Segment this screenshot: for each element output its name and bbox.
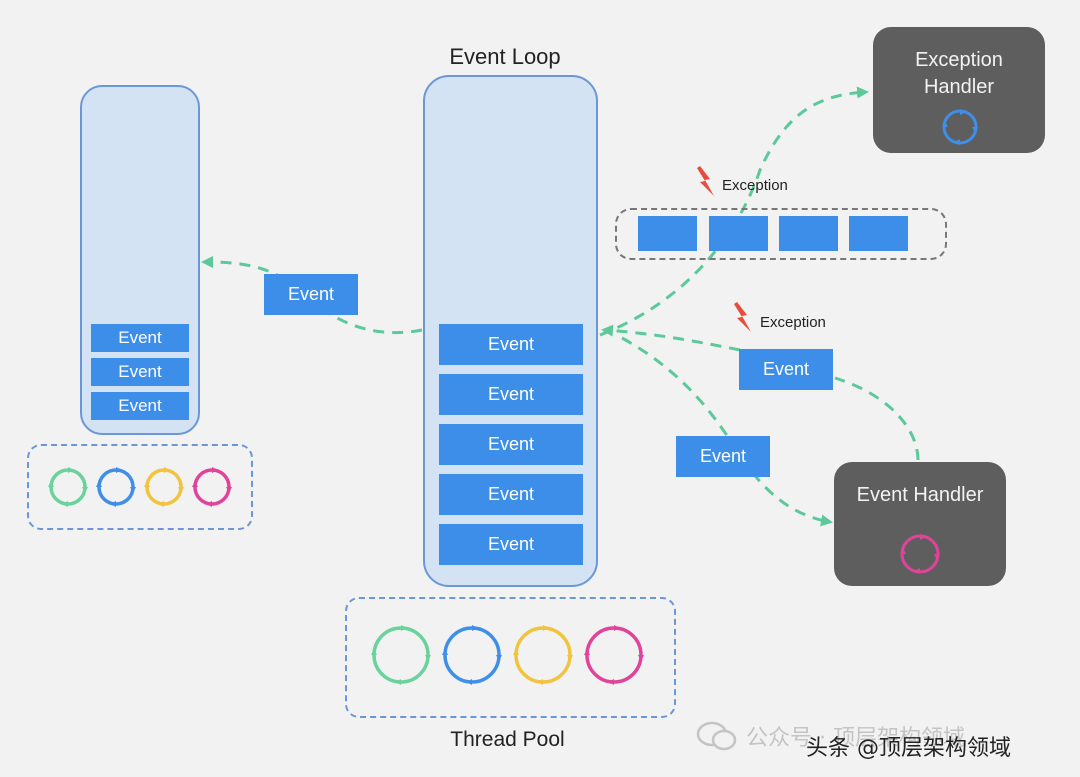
event-buffer [615,208,947,260]
loop-event-2: Event [439,374,583,415]
left-queue-event-2: Event [91,358,189,386]
thread-cycle-icon [371,625,431,685]
loop-event-4: Event [439,474,583,515]
thread-cycle-icon [513,625,573,685]
loop-event-3: Event [439,424,583,465]
event-handler-box: Event Handler [834,462,1006,586]
exception-label-bottom: Exception [760,314,826,331]
thread-cycle-icon [942,109,978,145]
exception-label-top: Exception [722,177,788,194]
watermark-front: 头条 @顶层架构领域 [806,736,1011,761]
buffer-slot-2 [709,216,768,251]
lightning-icon [697,166,714,196]
exception-handler-box: Exception Handler [873,27,1045,153]
watermark-back: 公众号 · 顶层架构领域 [746,726,965,751]
thread-cycle-icon [144,467,184,507]
floating-event-left: Event [264,274,358,315]
buffer-slot-4 [849,216,908,251]
arrow-to-exception-handler [599,86,869,337]
floating-event-lower: Event [676,436,770,477]
left-queue-event-1: Event [91,324,189,352]
thread-cycle-icon [900,534,940,574]
floating-event-right: Event [739,349,833,390]
wechat-icon [696,721,737,751]
loop-event-5: Event [439,524,583,565]
loop-event-1: Event [439,324,583,365]
left-thread-pool [27,444,253,530]
arrow-handler-to-event [834,376,920,461]
buffer-slot-3 [779,216,838,251]
lightning-icon [734,302,751,332]
event-loop-title: Event Loop [449,44,561,69]
thread-cycle-icon [96,467,136,507]
thread-cycle-icon [192,467,232,507]
buffer-slot-1 [638,216,697,251]
thread-cycle-icon [442,625,502,685]
thread-pool-title: Thread Pool [450,728,565,751]
thread-cycle-icon [584,625,644,685]
left-queue-event-3: Event [91,392,189,420]
thread-pool [345,597,676,718]
arrow-event-to-loop [601,324,741,352]
thread-cycle-icon [48,467,88,507]
